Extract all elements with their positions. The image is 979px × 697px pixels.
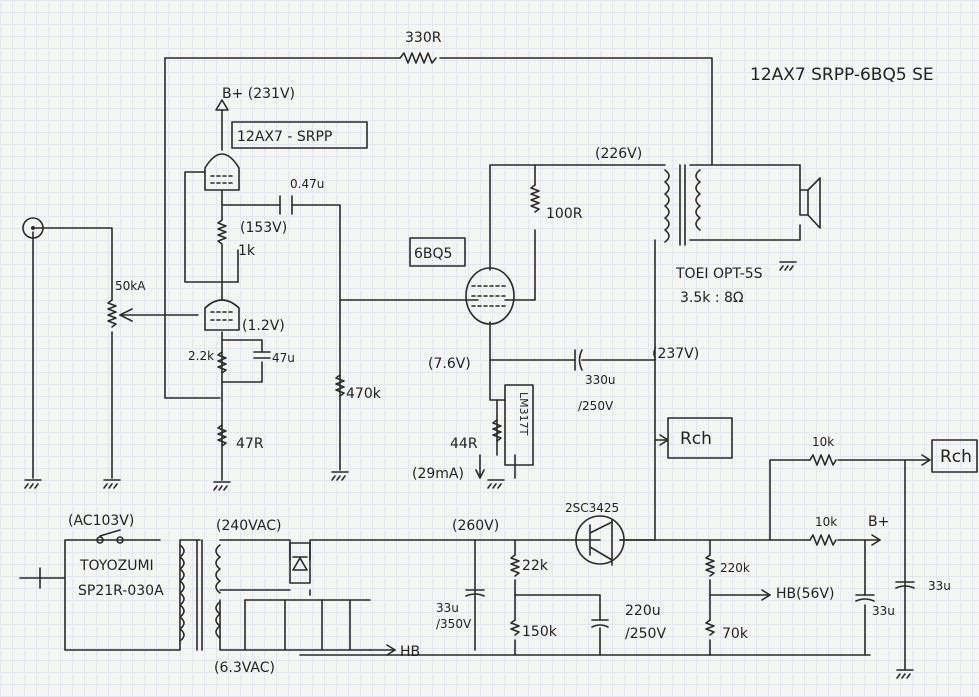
pt-secondary-hv — [215, 544, 221, 594]
label-bplus-top: B+ (231V) — [222, 86, 295, 102]
label-226v: (226V) — [595, 146, 642, 162]
label-470k: 470k — [346, 386, 382, 402]
label-bplus-bottom: B+ — [868, 514, 889, 530]
grounds — [24, 261, 914, 679]
capacitor-33u-right2 — [895, 581, 915, 589]
semiconductors — [19, 217, 625, 589]
label-1k: 1k — [238, 243, 256, 259]
resistor-330r — [399, 52, 437, 64]
tube-6bq5 — [465, 267, 515, 325]
label-opt-ratio: 3.5k : 8Ω — [680, 290, 744, 306]
speaker-icon — [799, 177, 821, 229]
label-10k-bottom: 10k — [815, 515, 837, 529]
label-rch-2: Rch — [940, 447, 972, 467]
schematic-title: 12AX7 SRPP-6BQ5 SE — [750, 65, 934, 85]
label-pt-part: SP21R-030A — [78, 583, 164, 599]
srpp-label-box — [231, 121, 368, 149]
label-330u-voltage: /250V — [578, 399, 614, 413]
label-ac103v: (AC103V) — [68, 513, 134, 529]
resistor-47r — [217, 424, 227, 447]
rch-label-box-2 — [931, 439, 978, 473]
resistor-70k — [705, 619, 715, 636]
resistor-10k-bottom — [809, 534, 837, 546]
label-srpp: 12AX7 - SRPP — [237, 129, 332, 145]
resistor-150k — [510, 619, 520, 636]
opt-primary — [664, 169, 670, 243]
capacitor-47u — [253, 351, 271, 359]
capacitor-33u-right1 — [855, 594, 875, 602]
pt-secondary-heater — [215, 601, 221, 639]
rch-label-box-1 — [667, 417, 733, 459]
label-47r: 47R — [236, 436, 264, 452]
label-2sc3425: 2SC3425 — [565, 501, 619, 515]
label-330u: 330u — [585, 373, 616, 387]
input-jack-icon — [22, 217, 44, 239]
tube-6bq5-label-box — [409, 237, 466, 267]
wires — [32, 57, 931, 671]
label-237v: (237V) — [652, 346, 699, 362]
label-50ka: 50kA — [115, 279, 146, 293]
resistor-22k — [510, 554, 520, 577]
resistors — [107, 52, 837, 636]
label-2-2k: 2.2k — [188, 349, 214, 363]
capacitor-220u — [591, 619, 609, 628]
label-10k-top: 10k — [812, 435, 834, 449]
resistor-220k — [705, 554, 715, 577]
capacitor-0-47u — [279, 195, 293, 215]
label-150k: 150k — [522, 624, 558, 640]
label-260v: (260V) — [452, 518, 499, 534]
label-44r: 44R — [450, 436, 478, 452]
label-rch-1: Rch — [680, 429, 712, 449]
label-pt-name: TOYOZUMI — [79, 558, 154, 574]
resistor-100r — [530, 184, 540, 213]
opt-secondary — [695, 169, 701, 231]
tubes — [204, 153, 515, 331]
arrows — [119, 99, 931, 656]
label-hb: HB — [400, 644, 420, 660]
label-33u-left: 33u — [436, 601, 459, 615]
label-7-6v: (7.6V) — [428, 356, 471, 372]
resistor-2-2k — [217, 351, 227, 374]
label-22k: 22k — [522, 558, 549, 574]
label-6-3vac: (6.3VAC) — [214, 660, 275, 676]
label-33u-right2: 33u — [928, 579, 951, 593]
label-220u: 220u — [625, 603, 661, 619]
tube-12ax7-upper — [204, 153, 240, 191]
label-33u-left-voltage: /350V — [436, 617, 472, 631]
bridge-rectifier — [289, 542, 311, 584]
label-47u: 47u — [272, 351, 295, 365]
capacitor-33u-left — [465, 589, 485, 597]
label-hb-56v: HB(56V) — [776, 586, 834, 602]
label-1-2v: (1.2V) — [242, 318, 285, 334]
label-240vac: (240VAC) — [216, 518, 281, 534]
label-70k: 70k — [722, 626, 749, 642]
label-6bq5: 6BQ5 — [414, 246, 452, 262]
label-220u-voltage: /250V — [625, 626, 666, 642]
power-switch-icon — [96, 536, 104, 544]
transformers — [179, 164, 821, 651]
resistor-1k — [217, 219, 227, 245]
tube-12ax7-lower — [204, 299, 240, 331]
label-100r: 100R — [546, 206, 583, 222]
label-153v: (153V) — [240, 220, 287, 236]
resistor-470k — [335, 374, 345, 397]
label-220k: 220k — [720, 561, 750, 575]
label-330r: 330R — [405, 30, 442, 46]
resistor-10k-top — [809, 454, 837, 466]
pt-primary — [179, 544, 185, 642]
resistor-44r — [492, 419, 502, 442]
capacitors — [253, 195, 915, 628]
lm317t-regulator — [504, 384, 534, 466]
label-29ma: (29mA) — [412, 466, 464, 482]
ac-plug-icon — [19, 567, 41, 589]
label-0-47u: 0.47u — [290, 177, 324, 191]
potentiometer-50ka — [107, 299, 117, 328]
label-lm317t: LM317T — [517, 392, 530, 436]
capacitor-330u — [574, 349, 583, 371]
transistor-2sc3425 — [575, 515, 625, 565]
label-opt-name: TOEI OPT-5S — [675, 266, 763, 282]
label-33u-right1: 33u — [872, 604, 895, 618]
